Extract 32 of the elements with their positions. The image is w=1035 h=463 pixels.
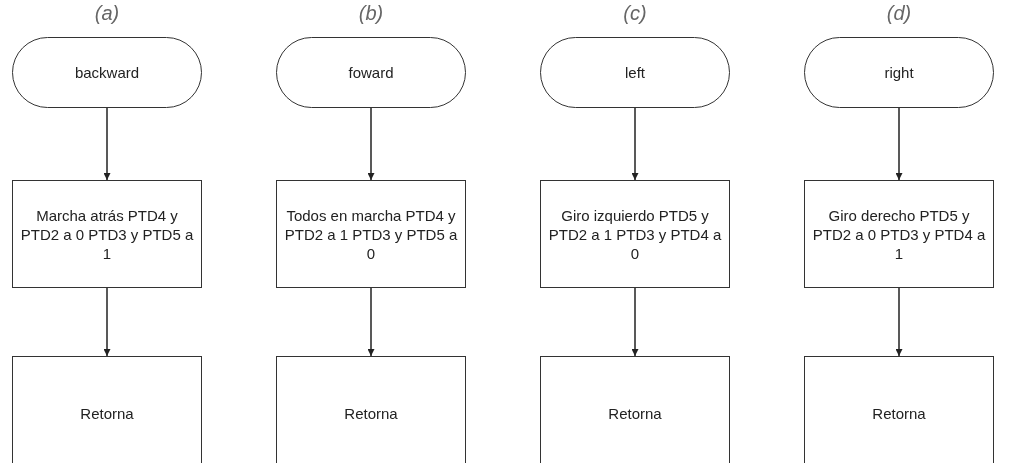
node-text: right <box>884 63 914 82</box>
process-box <box>12 180 202 288</box>
node-text: backward <box>74 63 140 82</box>
arrow <box>367 107 375 181</box>
node-text: foward <box>348 63 394 82</box>
process-box <box>804 180 994 288</box>
node-text: Giro izquierdo PTD5 y PTD2 a 1 PTD3 y PTD4 a 0 <box>547 205 723 263</box>
arrow <box>103 107 111 181</box>
process-box <box>276 356 466 463</box>
panel-label: (b) <box>357 2 385 25</box>
process-box <box>540 356 730 463</box>
process-box <box>12 356 202 463</box>
node-text: left <box>625 63 645 82</box>
process-box <box>540 180 730 288</box>
node-text: Marcha atrás PTD4 y PTD2 a 0 PTD3 y PTD5 a 1 <box>19 205 195 263</box>
node-text: Giro derecho PTD5 y PTD2 a 0 PTD3 y PTD4 a 1 <box>811 205 987 263</box>
node-text: Retorna <box>344 403 398 423</box>
arrow <box>367 287 375 357</box>
arrow <box>895 287 903 357</box>
node-text: Todos en marcha PTD4 y PTD2 a 1 PTD3 y PTD5 a 0 <box>283 205 459 263</box>
node-text: Retorna <box>80 403 134 423</box>
arrow <box>631 287 639 357</box>
node-text: Retorna <box>872 403 926 423</box>
process-box <box>804 356 994 463</box>
process-box <box>276 180 466 288</box>
panel-label: (d) <box>885 2 913 25</box>
panel-label: (a) <box>93 2 121 25</box>
panel-label: (c) <box>622 2 648 25</box>
node-text: Retorna <box>608 403 662 423</box>
arrow <box>103 287 111 357</box>
arrow <box>895 107 903 181</box>
arrow <box>631 107 639 181</box>
